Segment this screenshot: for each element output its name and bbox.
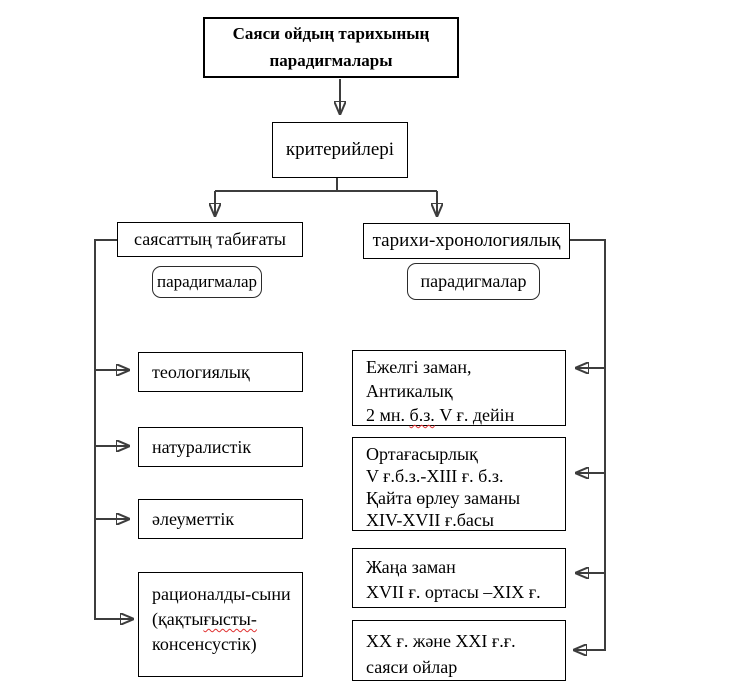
spellcheck-underline: ғысты-	[203, 609, 257, 629]
medieval-era-box: Ортағасырлық V ғ.б.з.-XIII ғ. б.з. Қайта…	[352, 437, 566, 531]
medieval-era-line2: V ғ.б.з.-XIII ғ. б.з.	[366, 466, 504, 486]
branch-box-nature: саясаттың табиғаты	[117, 222, 303, 257]
theological-label: теологиялық	[152, 361, 250, 382]
theological-box: теологиялық	[138, 352, 303, 392]
medieval-era-line4: XIV-XVII ғ.басы	[366, 510, 494, 530]
social-label: әлеуметтік	[152, 508, 235, 529]
criteria-box: критерийлері	[272, 122, 408, 178]
right-rail-with-bottom-arrow	[570, 239, 606, 650]
medieval-era-line3: Қайта өрлеу заманы	[366, 488, 521, 508]
rational-critical-line1: рационалды-сыни	[152, 584, 291, 604]
ancient-era-box: Ежелгі заман, Антикалық 2 мн. б.з. V ғ. …	[352, 350, 566, 426]
connector-criteria-split	[215, 178, 437, 192]
paradigm-pill-right-label: парадигмалар	[420, 271, 527, 291]
modern-era-box: Жаңа заман XVII ғ. ортасы –XIX ғ.	[352, 548, 566, 608]
medieval-era-line1: Ортағасырлық	[366, 444, 478, 464]
spellcheck-underline: б.з.	[409, 405, 435, 425]
left-rail-with-bottom-arrow	[94, 239, 133, 619]
ancient-era-line1: Ежелгі заман,	[366, 357, 472, 377]
naturalistic-label: натуралистік	[152, 436, 252, 457]
branch-box-chronological: тарихи-хронологиялық	[363, 223, 570, 259]
criteria-box-label: критерийлері	[285, 139, 395, 160]
modern-era-line2: XVII ғ. ортасы –XIX ғ.	[366, 582, 541, 602]
rational-critical-line3: консенсустік)	[152, 634, 257, 654]
naturalistic-box: натуралистік	[138, 427, 303, 467]
contemporary-era-line1: XX ғ. және XXI ғ.ғ.	[366, 631, 516, 651]
root-box: Саяси ойдың тарихының парадигмалары	[203, 17, 459, 78]
paradigm-pill-left-label: парадигмалар	[156, 272, 258, 291]
contemporary-era-line2: саяси ойлар	[366, 657, 458, 677]
social-box: әлеуметтік	[138, 499, 303, 539]
paradigm-pill-right: парадигмалар	[407, 263, 540, 300]
ancient-era-line2: Антикалық	[366, 381, 453, 401]
branch-nature-label: саясаттың табиғаты	[134, 229, 286, 249]
paradigm-pill-left: парадигмалар	[152, 266, 262, 298]
modern-era-line1: Жаңа заман	[366, 557, 456, 577]
root-box-label: Саяси ойдың тарихының парадигмалары	[232, 24, 430, 70]
branch-chronological-label: тарихи-хронологиялық	[372, 230, 561, 251]
rational-critical-box: рационалды-сыни (қақтығысты- консенсусті…	[138, 572, 303, 677]
rational-critical-line2: (қақтығысты-	[152, 609, 257, 629]
contemporary-era-box: XX ғ. және XXI ғ.ғ. саяси ойлар	[352, 620, 566, 681]
ancient-era-line3: 2 мн. б.з. V ғ. дейін	[366, 405, 515, 425]
